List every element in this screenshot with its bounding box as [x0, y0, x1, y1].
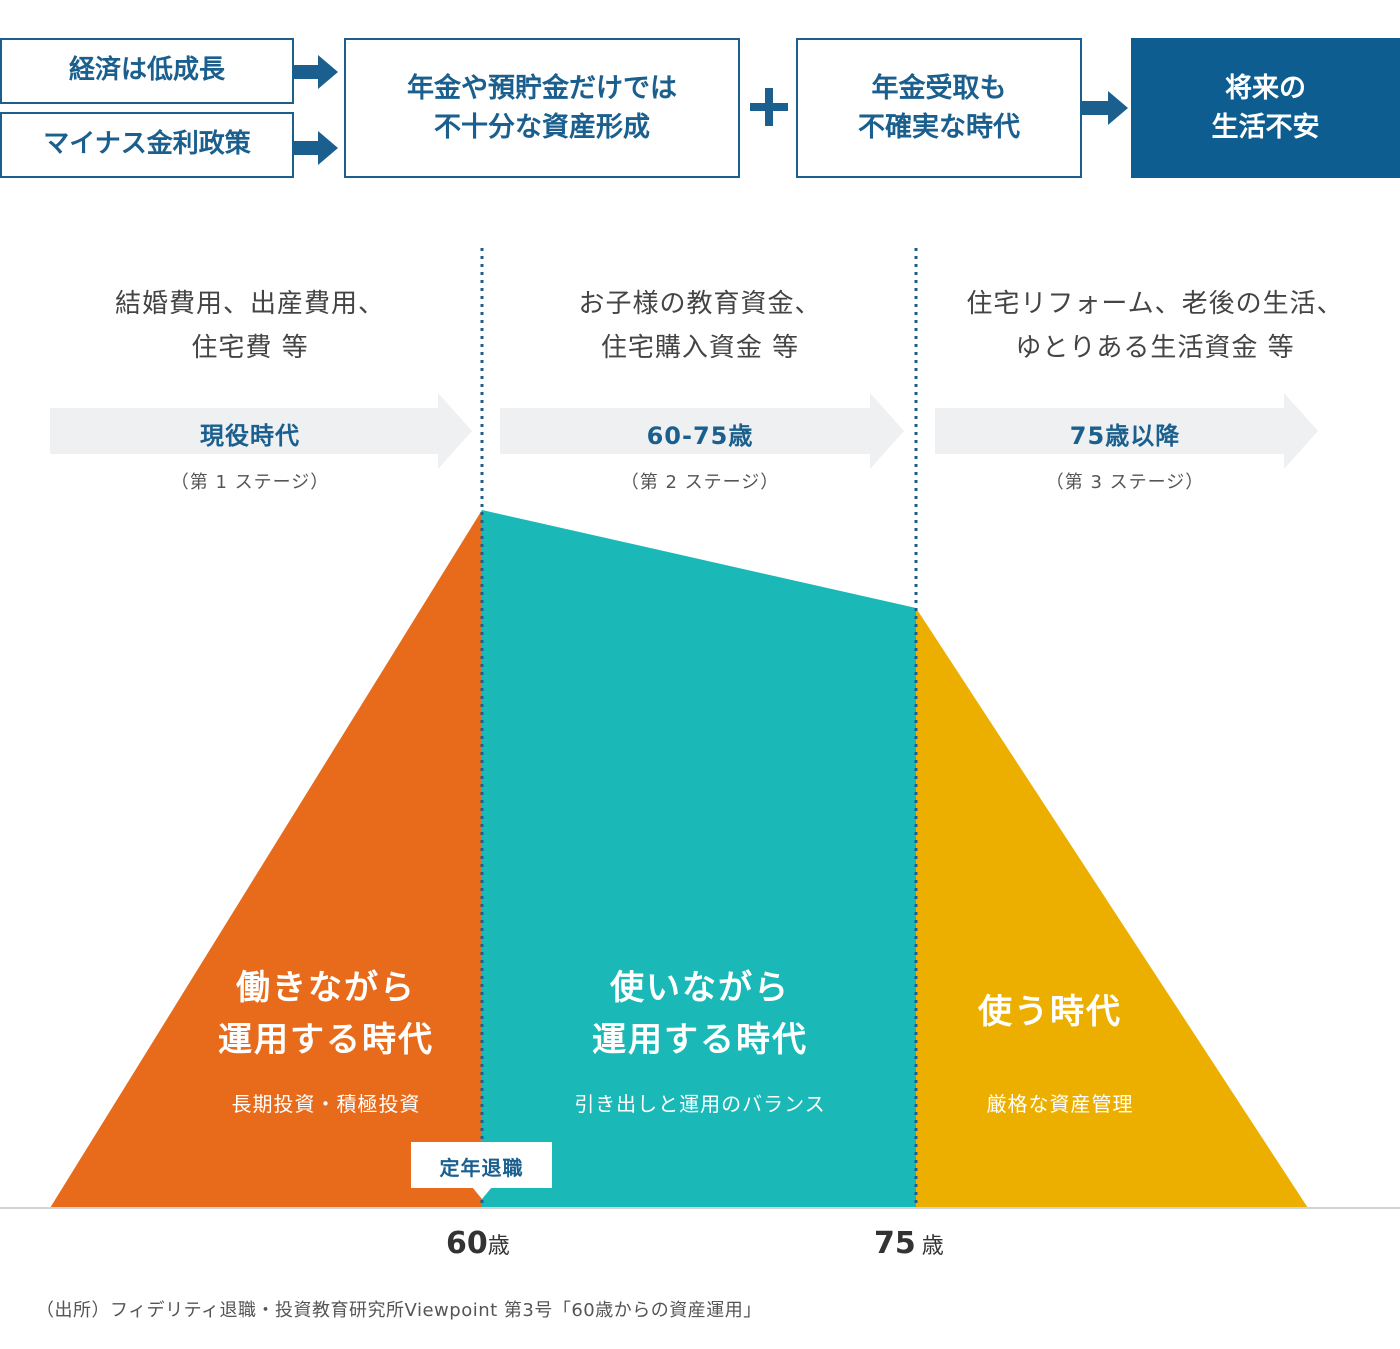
- stage-arrow-3: [935, 393, 1318, 469]
- arrow-right-icon: [294, 131, 338, 165]
- stage1-sub: （第 1 ステージ）: [170, 472, 330, 493]
- stage1-costs: 結婚費用、出産費用、 住宅費 等: [40, 282, 460, 370]
- area-working: [50, 510, 482, 1208]
- stage3-sub: （第 3 ステージ）: [1045, 472, 1205, 493]
- area-using-title-line1: 使う時代: [978, 992, 1122, 1032]
- area-using-investing-title-line1: 使いながら: [610, 968, 790, 1008]
- area-using-sub: 厳格な資産管理: [986, 1092, 1134, 1116]
- stage2-label: 60-75歳: [646, 422, 754, 450]
- age-60-label: 60歳: [446, 1226, 510, 1261]
- arrow-right-icon: [1082, 91, 1128, 125]
- cause-text-low-growth: 経済は低成長: [68, 55, 225, 86]
- source-note: （出所）フィデリティ退職・投資教育研究所Viewpoint 第3号「60歳からの…: [36, 1300, 762, 1321]
- stage-arrow-2: [500, 393, 904, 469]
- cause-text-pension-line1: 年金受取も: [871, 72, 1007, 104]
- plus-icon: [750, 88, 788, 126]
- cause-text-pension-line2: 不確実な時代: [858, 112, 1020, 143]
- area-using-investing: [482, 510, 916, 1208]
- result-text-line1: 将来の: [1225, 72, 1306, 104]
- stage1-cost-line2: 住宅費 等: [191, 333, 309, 363]
- retirement-callout: [411, 1142, 552, 1188]
- stage2-cost-line1: お子様の教育資金、: [578, 289, 822, 319]
- age-60-number: 60: [446, 1226, 488, 1261]
- cause-text-insufficient-line2: 不十分な資産形成: [434, 112, 650, 143]
- stage3-cost-line2: ゆとりある生活資金 等: [1015, 333, 1295, 363]
- area-using-investing-title-line2: 運用する時代: [592, 1020, 808, 1060]
- stage2-cost-line2: 住宅購入資金 等: [600, 333, 800, 363]
- cause-text-negative-rate: マイナス金利政策: [43, 129, 251, 160]
- area-using-title: 使う時代: [930, 986, 1170, 1038]
- area-using-investing-sub: 引き出しと運用のバランス: [574, 1092, 826, 1116]
- age-75-number: 75: [874, 1226, 916, 1261]
- cause-text-insufficient-line1: 年金や預貯金だけでは: [407, 72, 677, 104]
- stage3-costs: 住宅リフォーム、老後の生活、 ゆとりある生活資金 等: [935, 282, 1375, 370]
- area-working-title-line1: 働きながら: [236, 968, 416, 1008]
- age-60-unit: 歳: [487, 1234, 510, 1259]
- area-working-sub: 長期投資・積極投資: [231, 1092, 421, 1116]
- stage3-cost-line1: 住宅リフォーム、老後の生活、: [966, 289, 1344, 319]
- stage2-sub: （第 2 ステージ）: [620, 472, 780, 493]
- cause-box-low-growth: 経済は低成長: [0, 38, 294, 104]
- retirement-callout-pointer: [472, 1187, 492, 1199]
- area-working-title: 働きながら 運用する時代: [176, 962, 476, 1066]
- area-using: [916, 608, 1308, 1208]
- result-box-future-anxiety: 将来の 生活不安: [1131, 38, 1400, 178]
- stage1-label: 現役時代: [200, 422, 300, 450]
- stage2-costs: お子様の教育資金、 住宅購入資金 等: [490, 282, 910, 370]
- age-75-unit: 歳: [921, 1234, 944, 1259]
- cause-box-negative-rate: マイナス金利政策: [0, 112, 294, 178]
- area-working-title-line2: 運用する時代: [218, 1020, 434, 1060]
- stage-arrow-1: [50, 393, 472, 469]
- cause-box-insufficient-assets: 年金や預貯金だけでは 不十分な資産形成: [344, 38, 740, 178]
- cause-box-uncertain-pension: 年金受取も 不確実な時代: [796, 38, 1082, 178]
- arrow-right-icon: [294, 55, 338, 89]
- area-using-investing-title: 使いながら 運用する時代: [540, 962, 860, 1066]
- result-text-line2: 生活不安: [1211, 112, 1320, 143]
- stage1-cost-line1: 結婚費用、出産費用、: [114, 289, 385, 319]
- retirement-label: 定年退職: [439, 1156, 524, 1180]
- stage3-label: 75歳以降: [1069, 422, 1181, 450]
